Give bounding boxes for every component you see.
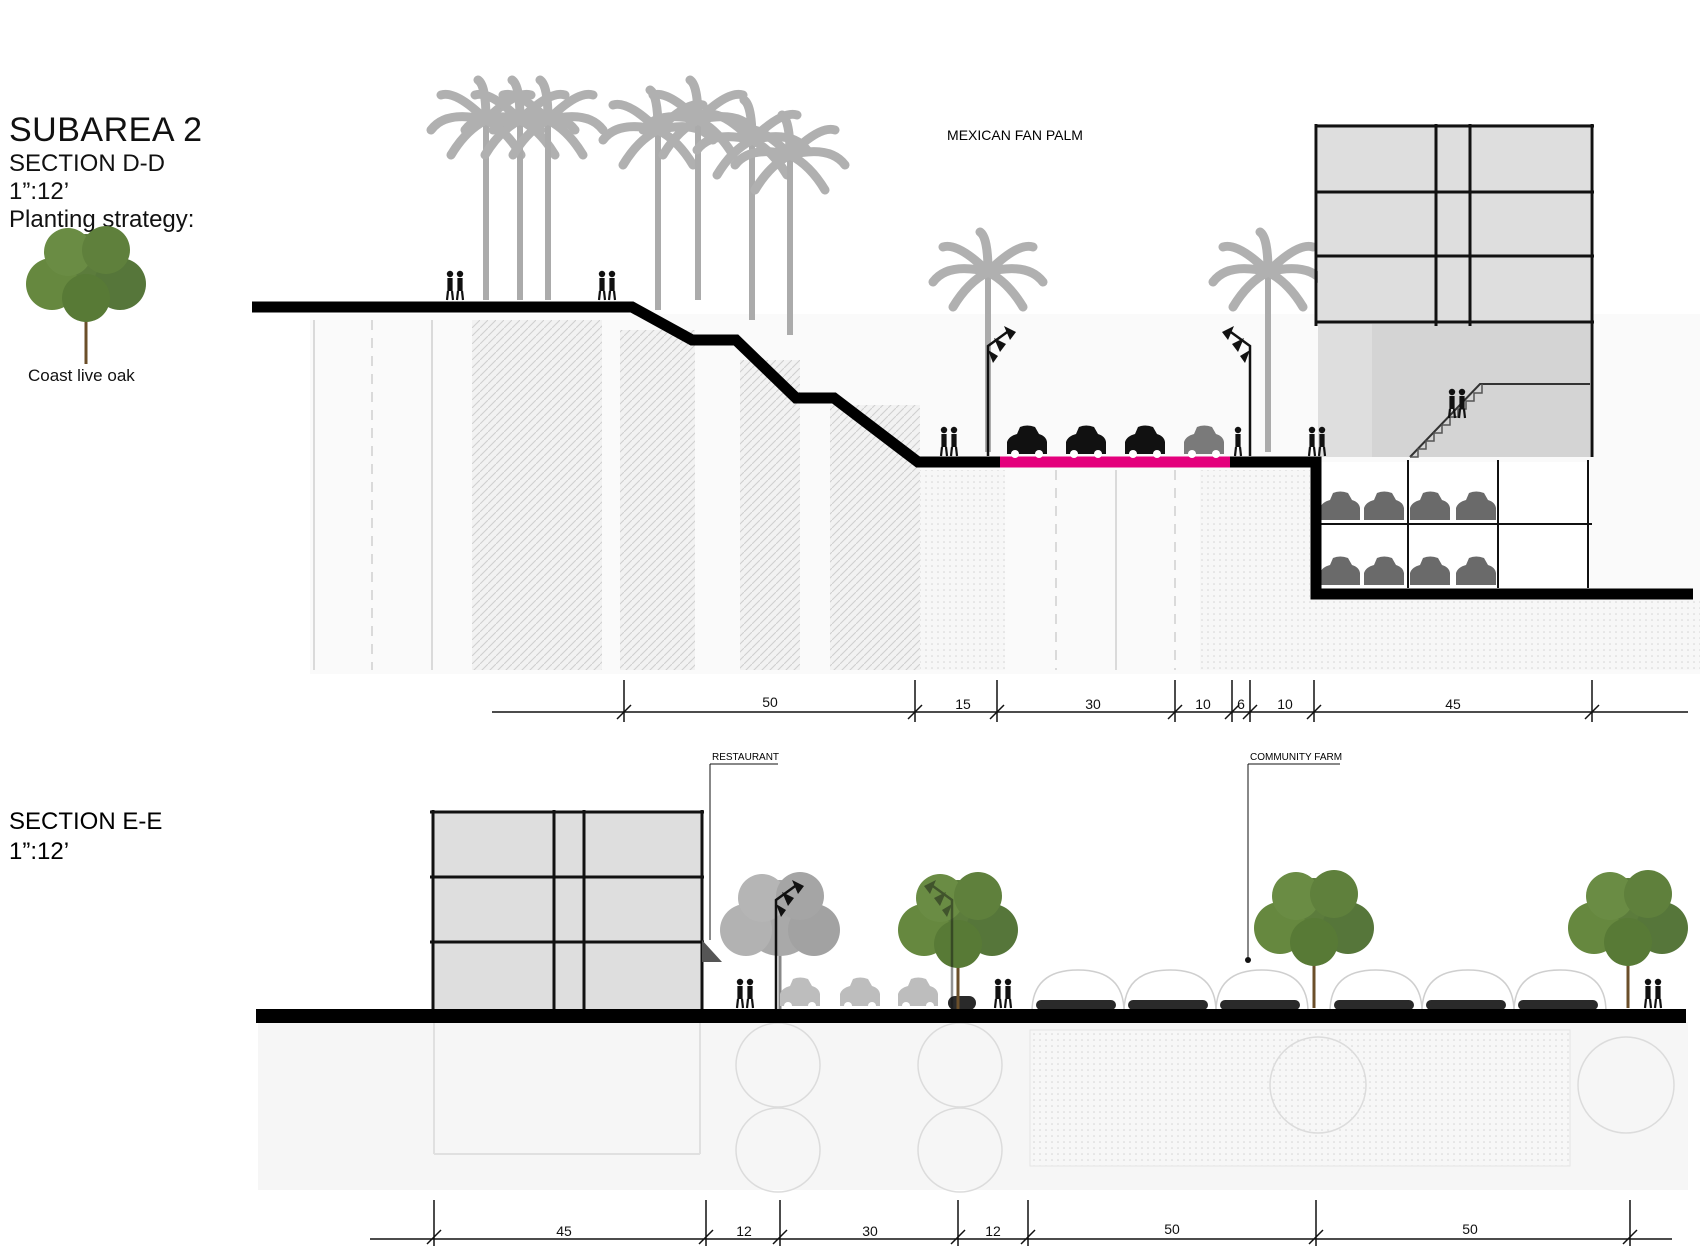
greenhouse-arches [1031, 969, 1607, 1013]
planter-soil-4 [830, 405, 920, 670]
oak-tree-ee-3 [1566, 868, 1690, 1010]
dim-ee-4: 12 [985, 1223, 1001, 1239]
planter-soil-1 [472, 320, 602, 670]
dim-ee-6: 50 [1462, 1221, 1478, 1237]
dim-dd-4: 10 [1195, 696, 1211, 712]
garage-foundation [1310, 600, 1700, 670]
section-ee-title: SECTION E-E [9, 808, 162, 835]
sidewalk-base [920, 470, 1005, 670]
farm-beds-plan [1029, 1029, 1571, 1167]
dimension-line-ee [370, 1200, 1672, 1246]
coast-live-oak-icon [24, 224, 148, 366]
restaurant-building [430, 810, 722, 1012]
label-community-farm: COMMUNITY FARM [1250, 752, 1342, 763]
farm-crops [948, 996, 1598, 1010]
section-ee-scale: 1”:12’ [9, 838, 69, 865]
dim-dd-6: 10 [1277, 696, 1293, 712]
dim-ee-3: 30 [862, 1223, 878, 1239]
coast-live-oak-label: Coast live oak [28, 366, 135, 385]
tree-plans-ee [735, 1022, 1675, 1193]
dim-dd-3: 30 [1085, 696, 1101, 712]
label-mexican-fan-palm: MEXICAN FAN PALM [947, 127, 1083, 143]
leader-lines-ee [709, 763, 1340, 958]
dim-ee-2: 12 [736, 1223, 752, 1239]
label-restaurant: RESTAURANT [712, 752, 779, 763]
ground-line-dd [252, 301, 1693, 600]
section-dd-scale: 1”:12’ [9, 178, 70, 205]
dim-dd-2: 15 [955, 696, 971, 712]
page-title: SUBAREA 2 [9, 111, 203, 149]
sidewalk-base-2 [1200, 470, 1310, 670]
dimension-line-dd [492, 680, 1688, 722]
dim-ee-5: 50 [1164, 1221, 1180, 1237]
cars-ee [780, 977, 938, 1010]
building-dd [1314, 124, 1594, 458]
title-block: SUBAREA 2 SECTION D-D 1”:12’ Planting st… [9, 110, 202, 234]
oak-tree-ee-2 [1252, 868, 1376, 1010]
dim-dd-1: 50 [762, 694, 778, 710]
planter-soil-3 [740, 360, 800, 670]
section-dd-title: SECTION D-D [9, 150, 165, 177]
dim-ee-1: 45 [556, 1223, 572, 1239]
dim-dd-5: 6 [1237, 696, 1245, 712]
planter-soil-2 [620, 330, 695, 670]
cars-dd [1007, 425, 1165, 458]
lane-lines-dd [313, 320, 1176, 670]
dim-dd-7: 45 [1445, 696, 1461, 712]
parking-garage [1318, 460, 1592, 588]
